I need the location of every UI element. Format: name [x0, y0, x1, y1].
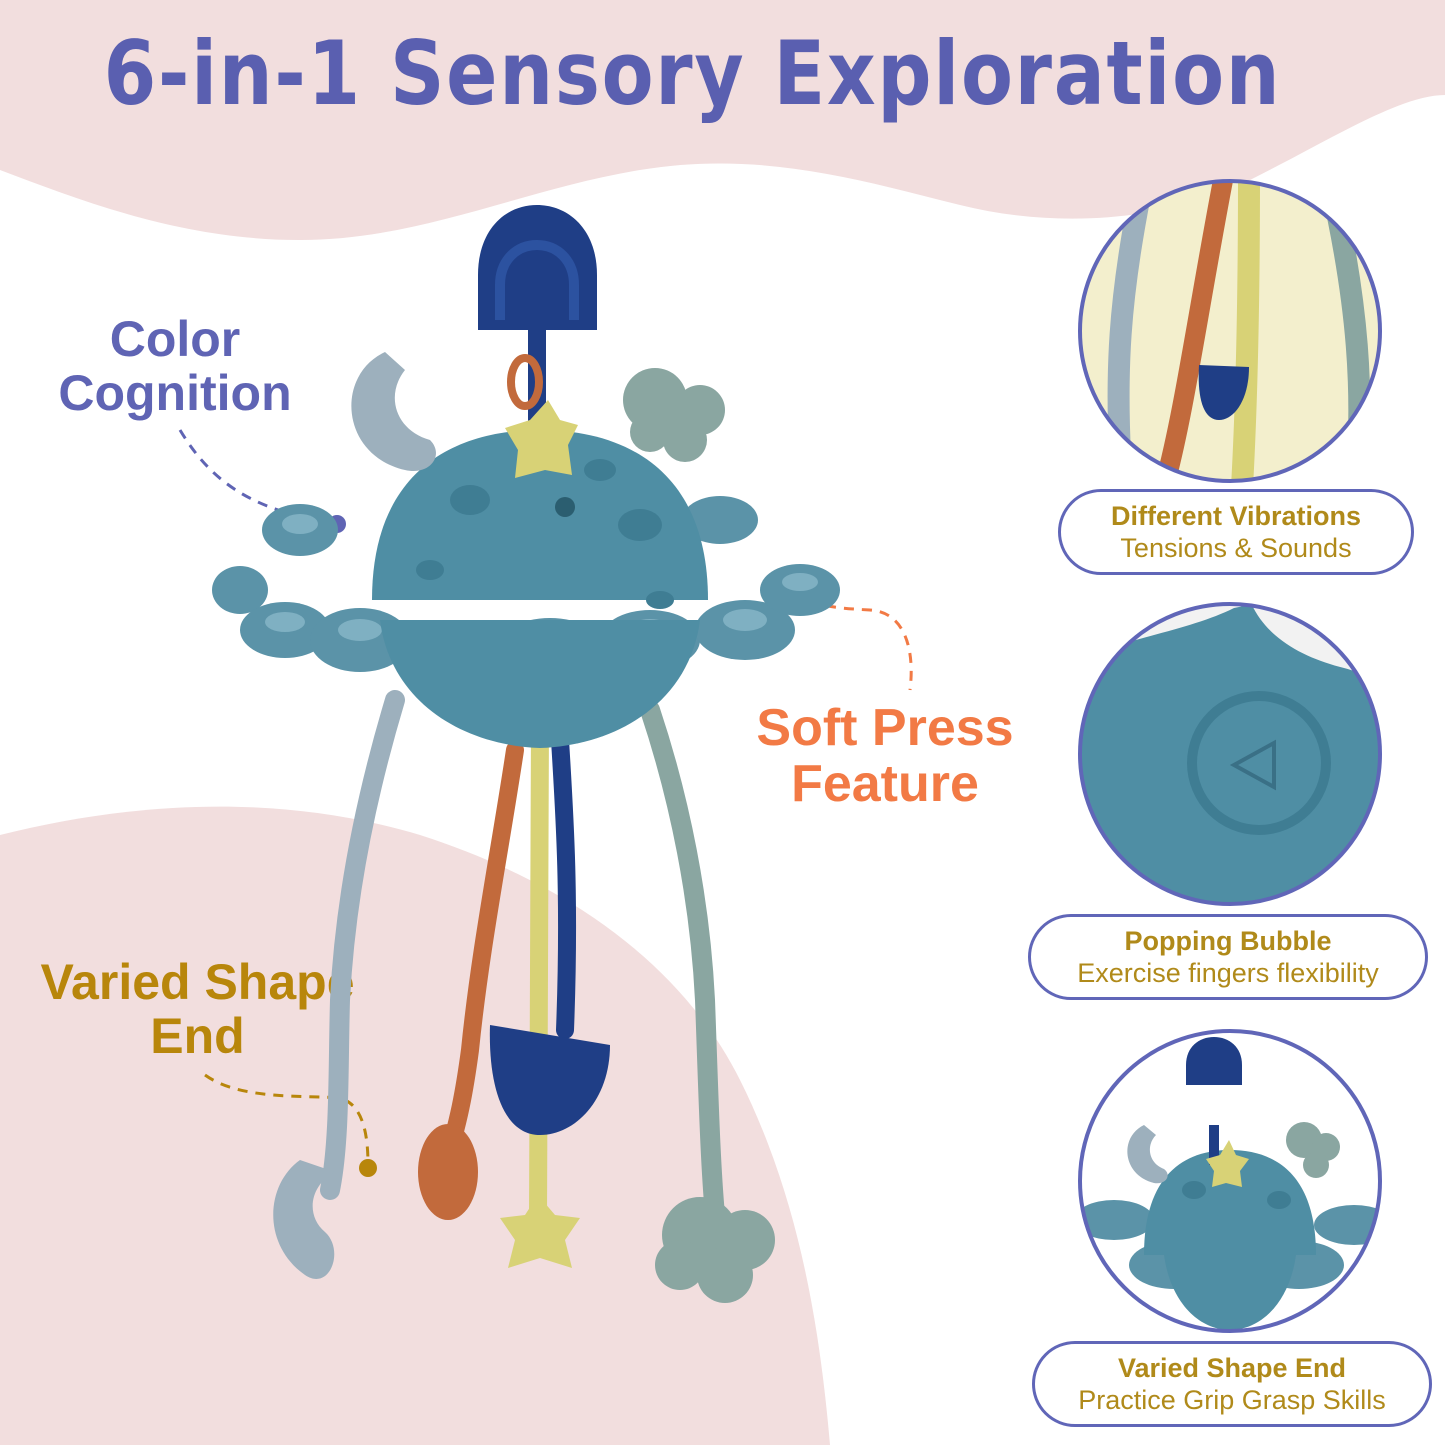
shovel-end — [489, 1025, 610, 1135]
callout-line: Color — [109, 311, 241, 367]
panel-shape-label: Varied Shape End Practice Grip Grasp Ski… — [1032, 1341, 1432, 1427]
color-connector — [178, 429, 331, 524]
varied-shape-callout: Varied Shape End — [15, 955, 380, 1063]
star-end — [500, 1195, 580, 1268]
callout-line: End — [150, 1008, 245, 1064]
panel-popping-label: Popping Bubble Exercise fingers flexibil… — [1028, 914, 1428, 1000]
orange-ring — [507, 354, 543, 410]
panel-subtitle: Exercise fingers flexibility — [1077, 958, 1379, 988]
detail-circle-strings — [1078, 179, 1382, 483]
panel-title: Different Vibrations — [1110, 501, 1362, 531]
panel-title: Varied Shape End — [1117, 1353, 1347, 1383]
toy-dome — [372, 430, 708, 600]
detail-circle-button — [1078, 602, 1382, 906]
detail-circle-toy — [1078, 1029, 1382, 1333]
star-top — [505, 400, 578, 478]
shape-connector-dot — [359, 1159, 377, 1177]
panel-vibrations-label: Different Vibrations Tensions & Sounds — [1058, 489, 1414, 575]
shape-connector — [204, 1073, 370, 1166]
shovel-top — [478, 205, 597, 330]
moon-top — [351, 352, 436, 472]
cloud-end — [655, 1197, 775, 1303]
cloud-top — [623, 368, 725, 462]
sage-string — [640, 700, 725, 1225]
callout-line: Varied Shape — [40, 954, 355, 1010]
bottom-pink-blob — [0, 806, 830, 1445]
callout-line: Cognition — [58, 365, 292, 421]
soft-press-callout: Soft Press Feature — [735, 700, 1035, 812]
grey-string — [320, 690, 405, 1200]
toy-body-lower — [380, 620, 700, 748]
callout-line: Soft Press — [756, 699, 1014, 757]
panel-subtitle: Tensions & Sounds — [1120, 533, 1352, 563]
top-pink-blob — [0, 0, 1445, 240]
moon-end — [273, 1160, 335, 1279]
navy-string — [551, 731, 577, 1039]
callout-line: Feature — [791, 755, 979, 814]
yellow-string — [529, 711, 549, 1229]
shovel-rainbow — [495, 239, 579, 320]
string-hole — [555, 497, 575, 517]
orange-string — [441, 741, 524, 1159]
page-title: 6-in-1 Sensory Exploration — [103, 22, 1282, 125]
orange-end — [418, 1124, 478, 1220]
color-cognition-callout: Color Cognition — [40, 312, 310, 420]
panel-title: Popping Bubble — [1124, 926, 1332, 956]
dome-dimples — [416, 459, 674, 609]
panel-subtitle: Practice Grip Grasp Skills — [1078, 1385, 1386, 1415]
